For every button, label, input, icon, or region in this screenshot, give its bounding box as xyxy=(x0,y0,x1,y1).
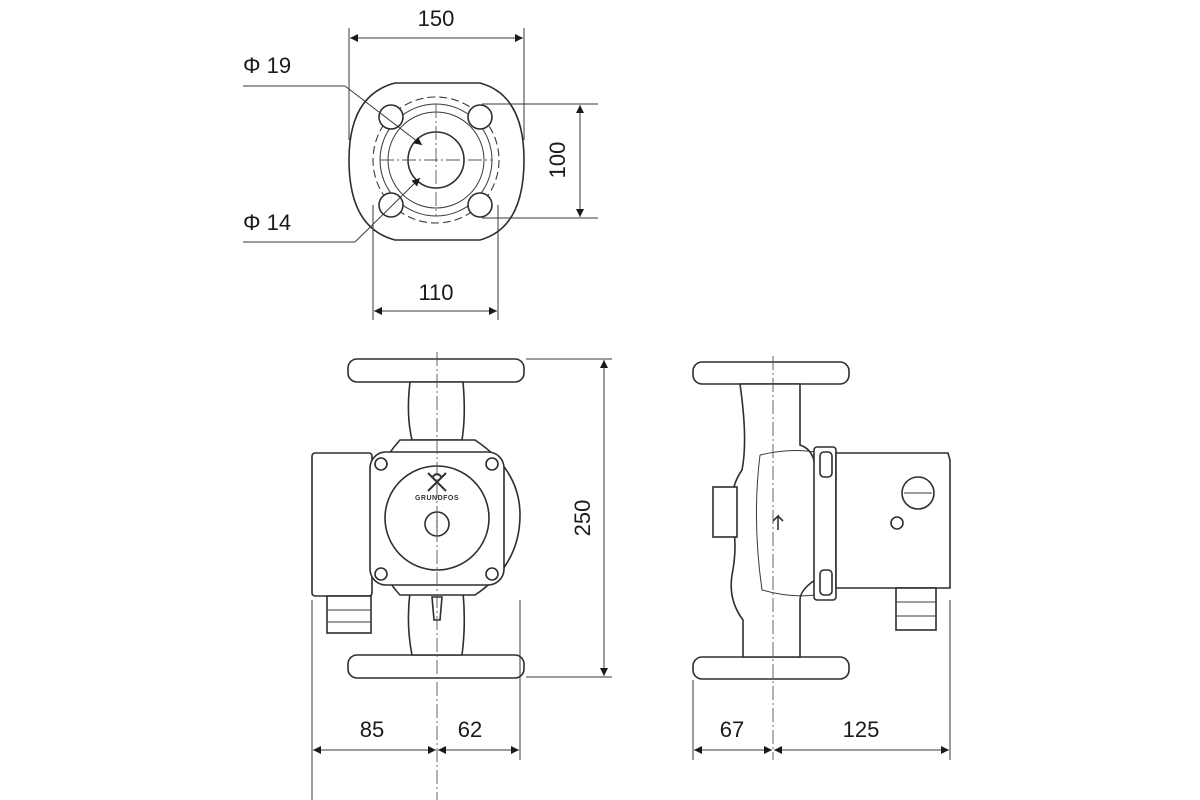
terminal-box xyxy=(311,452,373,597)
bolt-circle xyxy=(372,96,500,224)
dimension-bolt-vertical: 100 xyxy=(482,103,598,219)
dimension-front-width: 85 62 xyxy=(311,600,521,800)
dimension-bolt-horizontal: 110 xyxy=(372,205,499,320)
side-bottom-flange xyxy=(692,656,850,680)
bottom-flange xyxy=(347,654,525,679)
bolt-hole xyxy=(378,192,404,218)
dim-125-label: 125 xyxy=(843,717,880,742)
dim-110-label: 110 xyxy=(418,280,453,305)
leader-hole-19: Φ 19 xyxy=(243,53,423,146)
dim-85-label: 85 xyxy=(360,717,384,742)
drain-plug xyxy=(431,596,443,621)
dim-100-label: 100 xyxy=(545,142,570,179)
dim-62-label: 62 xyxy=(458,717,482,742)
dimension-height: 250 xyxy=(526,358,612,678)
dimension-side-width: 67 125 xyxy=(692,600,951,760)
dim-67-label: 67 xyxy=(720,717,744,742)
top-flange xyxy=(347,358,525,383)
pump-side-view xyxy=(692,356,951,760)
side-top-flange xyxy=(692,361,850,385)
brand-text: GRUNDFOS xyxy=(415,495,459,502)
pump-front-view: GRUNDFOS xyxy=(311,352,525,800)
cable-gland xyxy=(326,595,372,634)
indicator-light xyxy=(890,516,904,530)
side-vent xyxy=(712,486,738,538)
dim-phi14-label: Φ 14 xyxy=(243,210,291,235)
flow-arrow-icon xyxy=(772,514,784,530)
screw xyxy=(485,567,499,581)
top-neck xyxy=(407,381,466,441)
dim-phi19-label: Φ 19 xyxy=(243,53,291,78)
dimension-flange-width: 150 xyxy=(348,6,525,140)
bolt-hole xyxy=(467,104,493,130)
screw xyxy=(374,457,388,471)
leader-hole-14: Φ 14 xyxy=(243,177,421,243)
dim-150-label: 150 xyxy=(418,6,455,31)
side-cable-gland xyxy=(895,587,937,631)
screw xyxy=(485,457,499,471)
dim-250-label: 250 xyxy=(570,500,595,537)
bottom-neck xyxy=(407,591,466,656)
bolt-hole xyxy=(467,192,493,218)
screw xyxy=(374,567,388,581)
bolt-hole xyxy=(378,104,404,130)
